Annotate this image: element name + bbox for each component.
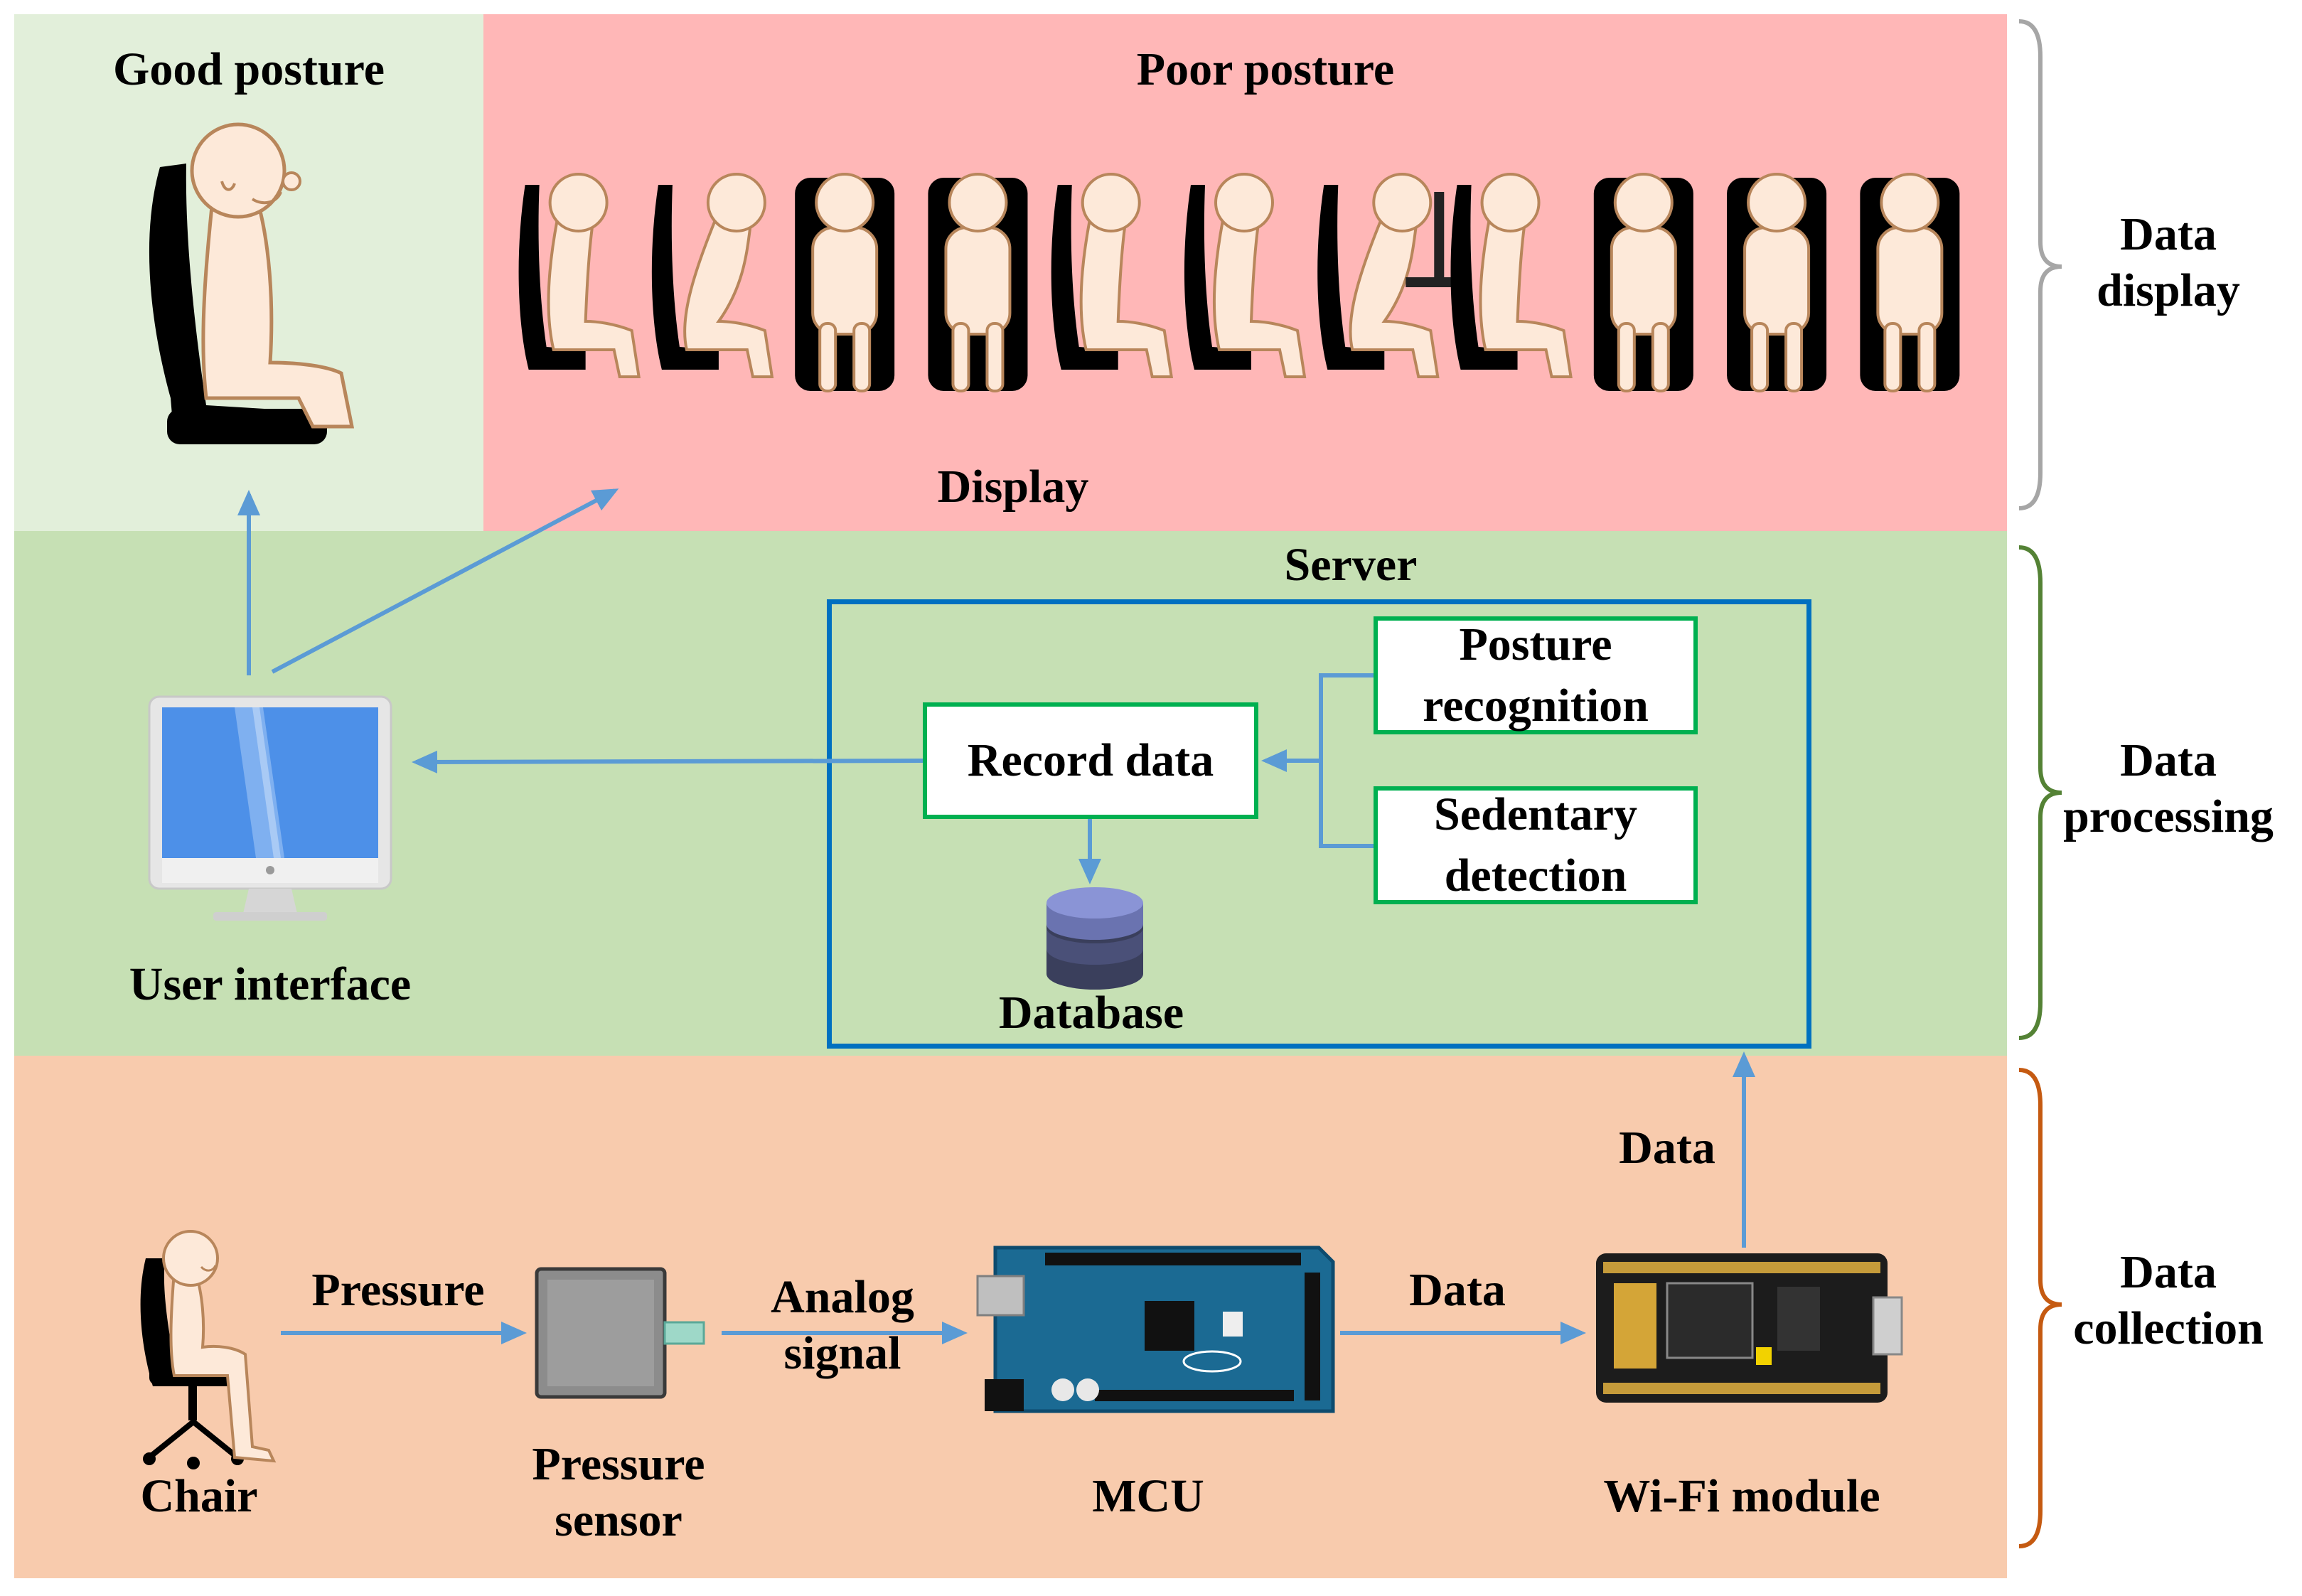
poor-posture-figure: [651, 173, 774, 378]
poor-posture-figure: [1184, 173, 1307, 378]
section-data-collection: Data collection: [2073, 1246, 2264, 1355]
analog-signal-label: Analog signal: [771, 1271, 914, 1380]
poor-posture-figures: [518, 173, 1960, 392]
arrow-detection-to-record: [1319, 673, 1376, 848]
mcu-board-icon: [976, 1246, 1335, 1413]
mcu-label: MCU: [1092, 1470, 1204, 1522]
database-label: Database: [998, 987, 1184, 1039]
user-interface-label: User interface: [129, 958, 412, 1010]
posture-recognition-box: Posture recognition: [1374, 616, 1698, 734]
poor-posture-figure: [1727, 173, 1827, 392]
wifi-module-icon: [1596, 1253, 1903, 1403]
data-arrow-label-mcu-wifi: Data: [1409, 1264, 1506, 1316]
display-label: Display: [937, 461, 1089, 513]
arrow-ui-to-poor: [271, 488, 619, 674]
section-data-processing: Data processing: [2063, 734, 2274, 843]
server-container: [827, 599, 1811, 1049]
arrow-record-to-ui: [412, 750, 925, 773]
office-chair-icon: [140, 1230, 277, 1469]
poor-posture-figure: [928, 173, 1028, 392]
poor-posture-figure: [518, 173, 641, 378]
brace-data-processing: [2018, 545, 2062, 1040]
poor-posture-figure: [1593, 173, 1693, 392]
section-data-display: Data display: [2097, 208, 2240, 317]
chair-label: Chair: [140, 1470, 258, 1522]
pressure-sensor-label: Pressure sensor: [532, 1438, 705, 1547]
poor-posture-figure: [1450, 173, 1573, 378]
poor-posture-figure: [1860, 173, 1960, 392]
brace-data-collection: [2018, 1068, 2062, 1548]
pressure-sensor-icon: [535, 1267, 705, 1399]
database-icon: [1046, 887, 1143, 990]
poor-posture-figure: [795, 173, 895, 392]
monitor-icon: [148, 695, 392, 921]
good-posture-figure: [149, 122, 355, 444]
record-data-box: Record data: [923, 702, 1258, 819]
server-title: Server: [1284, 539, 1418, 591]
brace-data-display: [2018, 19, 2062, 510]
poor-posture-figure: [1317, 173, 1456, 378]
pressure-arrow-label: Pressure: [311, 1264, 485, 1316]
sedentary-detection-box: Sedentary detection: [1374, 786, 1698, 904]
data-arrow-label-wifi-server: Data: [1619, 1122, 1715, 1174]
good-posture-title: Good posture: [112, 43, 385, 95]
poor-posture-title: Poor posture: [1136, 43, 1395, 95]
wifi-module-label: Wi-Fi module: [1603, 1470, 1880, 1522]
poor-posture-figure: [1051, 173, 1174, 378]
